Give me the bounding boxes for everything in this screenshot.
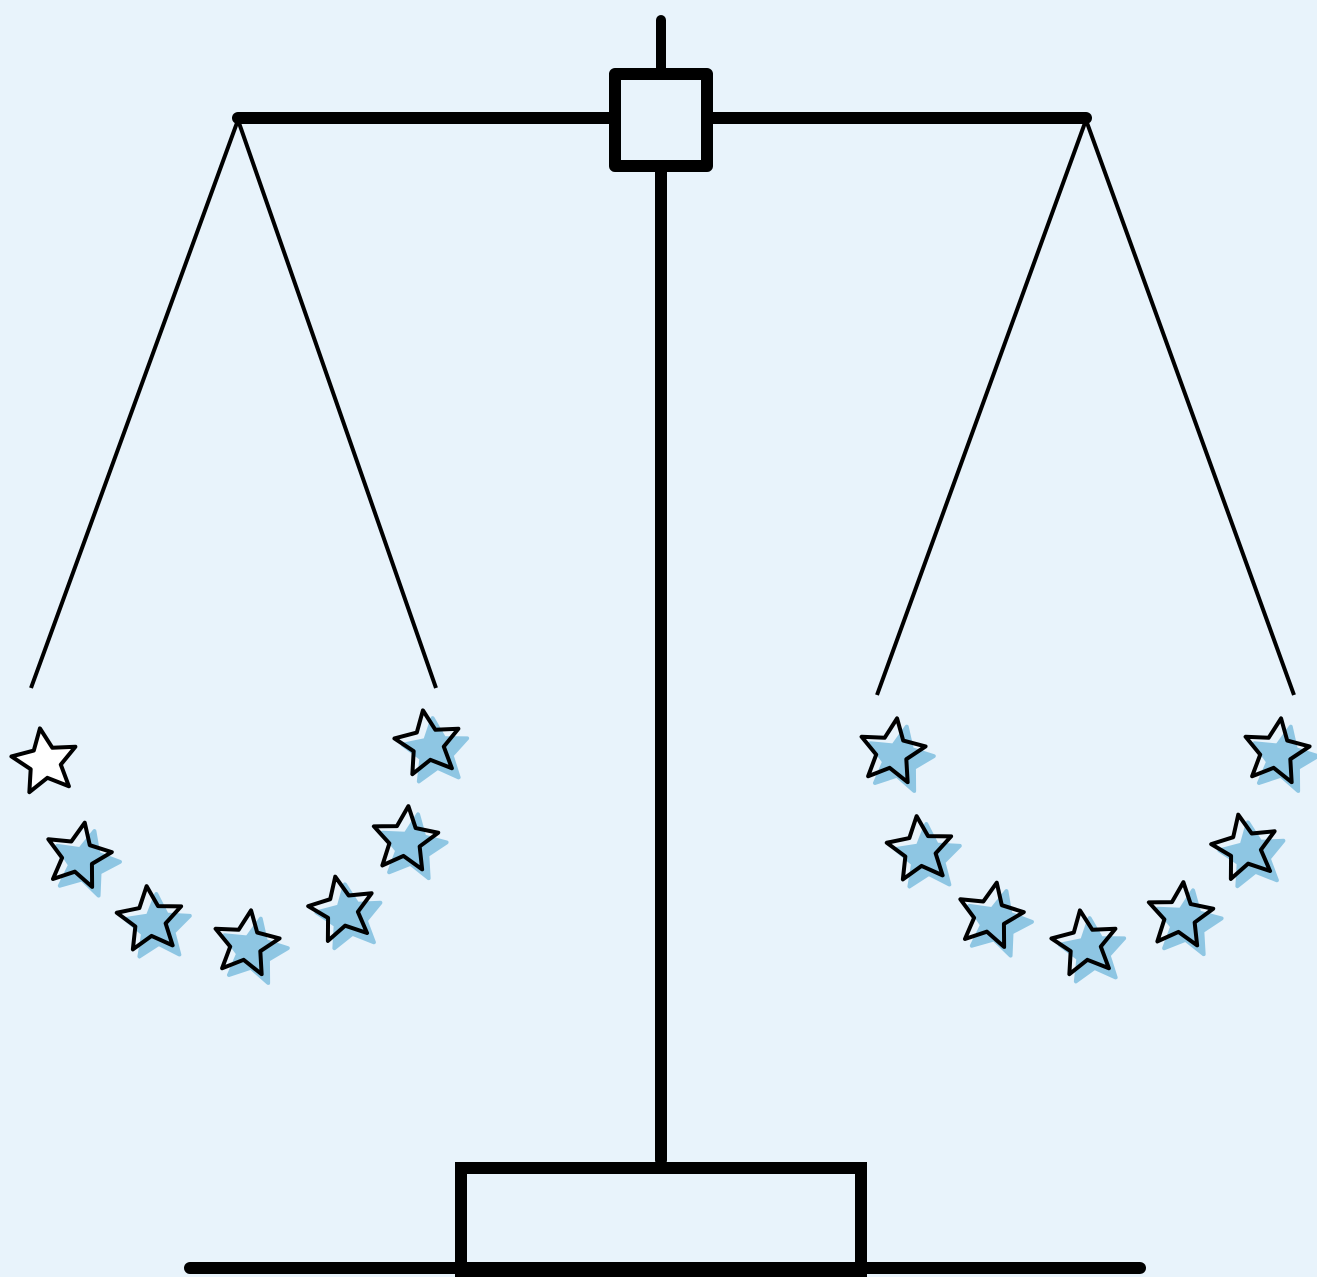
- star-icon: [1146, 880, 1224, 957]
- star-outline: [306, 874, 374, 943]
- star-icon: [1209, 812, 1286, 889]
- right-pan-string-right: [1084, 119, 1296, 696]
- star-outline: [213, 908, 282, 977]
- star-outline: [392, 708, 461, 777]
- star-icon: [958, 880, 1034, 958]
- left-pan-string-left: [29, 119, 240, 689]
- star-outline: [9, 726, 78, 795]
- star-icon: [371, 804, 449, 881]
- star-outline: [958, 880, 1026, 949]
- star-icon: [884, 814, 962, 889]
- star-fill: [1155, 888, 1224, 957]
- star-icon: [46, 820, 122, 898]
- left-pan-stars: [9, 708, 470, 985]
- star-outline: [1146, 880, 1216, 948]
- star-icon: [392, 708, 470, 784]
- scale-base: [455, 1162, 867, 1277]
- star-fill: [123, 892, 192, 959]
- star-outline: [114, 884, 184, 952]
- star-outline: [46, 820, 114, 889]
- star-outline: [1049, 908, 1118, 977]
- star-fill: [380, 812, 449, 881]
- star-icon: [1049, 908, 1127, 984]
- star-icon: [859, 716, 936, 793]
- scale-pivot: [609, 68, 713, 172]
- star-icon: [1243, 716, 1317, 793]
- star-icon: [213, 908, 290, 985]
- star-icon: [9, 726, 78, 795]
- left-pan-string-right: [236, 119, 438, 689]
- star-outline: [884, 814, 954, 882]
- star-icon: [306, 874, 383, 951]
- star-outline: [1243, 716, 1312, 785]
- star-outline: [371, 804, 441, 872]
- right-pan-stars: [859, 716, 1317, 984]
- star-fill: [893, 822, 962, 889]
- right-pan-string-left: [875, 119, 1088, 696]
- star-outline: [1209, 812, 1277, 881]
- star-outline: [859, 716, 928, 785]
- star-icon: [114, 884, 192, 959]
